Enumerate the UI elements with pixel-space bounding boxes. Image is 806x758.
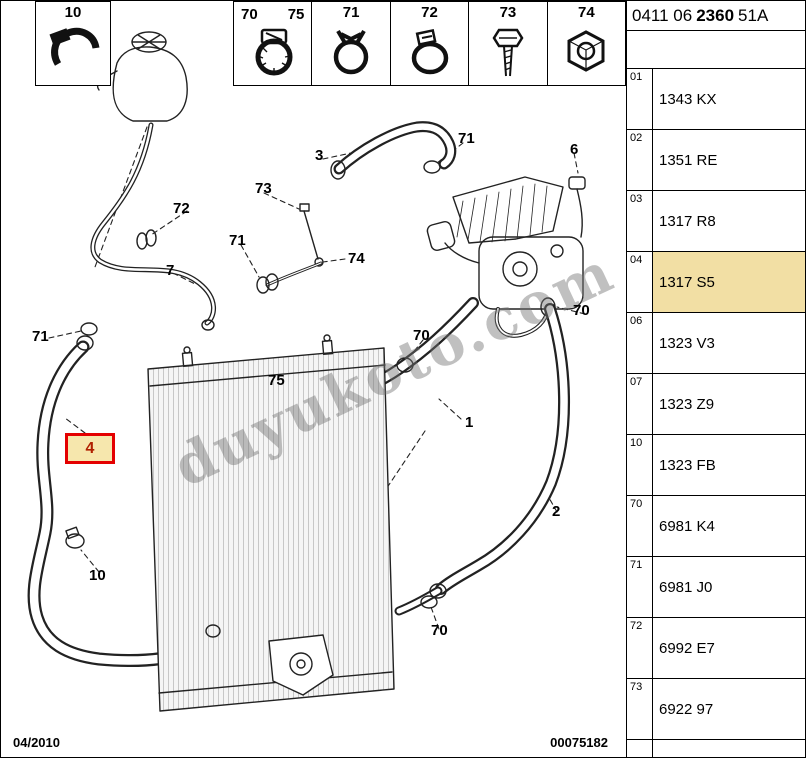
- row-code: 6992 E7: [653, 618, 805, 678]
- row-ref: 04: [627, 252, 653, 312]
- part-callout-70c[interactable]: 70: [431, 622, 448, 639]
- screw-icon: [492, 28, 524, 77]
- row-code: [653, 740, 805, 757]
- row-ref: 10: [627, 435, 653, 495]
- row-ref: [627, 740, 653, 757]
- part-callout-74[interactable]: 74: [348, 250, 365, 267]
- part-callout-7[interactable]: 7: [166, 262, 175, 279]
- part-callout-6[interactable]: 6: [570, 141, 579, 158]
- table-row[interactable]: 02 1351 RE: [627, 130, 805, 191]
- part-callout-1[interactable]: 1: [465, 414, 474, 431]
- row-code: 1317 S5: [653, 252, 805, 312]
- legend-label-71: 71: [342, 4, 360, 21]
- row-ref: 01: [627, 69, 653, 129]
- part-callout-3[interactable]: 3: [315, 147, 324, 164]
- part-callout-73[interactable]: 73: [255, 180, 272, 197]
- legend-cell-73: 73: [469, 2, 548, 85]
- legend-box-10: 10: [35, 1, 111, 86]
- legend-label-75: 75: [287, 6, 305, 23]
- row-code: 6922 97: [653, 679, 805, 739]
- hose-clamp-icon: [49, 27, 100, 66]
- footer-doc-number: 00075182: [550, 735, 608, 750]
- row-ref: 70: [627, 496, 653, 556]
- table-row[interactable]: 06 1323 V3: [627, 313, 805, 374]
- legend-label-10: 10: [64, 4, 82, 21]
- row-code: 6981 K4: [653, 496, 805, 556]
- row-code: 1323 FB: [653, 435, 805, 495]
- row-code: 6981 J0: [653, 557, 805, 617]
- table-row[interactable]: 71 6981 J0: [627, 557, 805, 618]
- row-ref: 73: [627, 679, 653, 739]
- nut-icon: [567, 30, 605, 72]
- row-ref: 02: [627, 130, 653, 190]
- table-row[interactable]: 72 6992 E7: [627, 618, 805, 679]
- table-row[interactable]: 03 1317 R8: [627, 191, 805, 252]
- worm-drive-clamp-icon: [255, 28, 293, 76]
- catalog-code-prefix: 0411 06: [632, 6, 693, 25]
- legend-label-73: 73: [499, 4, 517, 21]
- legend-label-72: 72: [421, 4, 438, 21]
- legend-group: 70 75 71 72: [233, 1, 626, 86]
- part-callout-2[interactable]: 2: [552, 503, 561, 520]
- part-callout-10[interactable]: 10: [89, 567, 106, 584]
- table-row[interactable]: 01 1343 KX: [627, 69, 805, 130]
- row-code: 1323 Z9: [653, 374, 805, 434]
- legend-cell-74: 74: [548, 2, 625, 85]
- part-callout-70b[interactable]: 70: [413, 327, 430, 344]
- row-code: 1351 RE: [653, 130, 805, 190]
- row-ref: 71: [627, 557, 653, 617]
- legend-label-70: 70: [241, 6, 258, 23]
- row-code: 1317 R8: [653, 191, 805, 251]
- spring-clamp-icon: [333, 29, 369, 75]
- row-code: 1323 V3: [653, 313, 805, 373]
- row-ref: 06: [627, 313, 653, 373]
- table-row[interactable]: 10 1323 FB: [627, 435, 805, 496]
- panel-subheader: [627, 31, 805, 69]
- row-ref: 72: [627, 618, 653, 678]
- legend-cell-70-75: 70 75: [234, 2, 313, 85]
- catalog-code-suffix: 51A: [738, 6, 769, 25]
- band-clamp-icon: [411, 28, 448, 75]
- part-callout-71b[interactable]: 71: [229, 232, 246, 249]
- part-callout-71a[interactable]: 71: [458, 130, 475, 147]
- legend-cell-71: 71: [312, 2, 391, 85]
- table-row[interactable]: 07 1323 Z9: [627, 374, 805, 435]
- legend-cell-72: 72: [391, 2, 470, 85]
- legend-label-74: 74: [577, 4, 595, 21]
- row-code: 1343 KX: [653, 69, 805, 129]
- table-row[interactable]: 70 6981 K4: [627, 496, 805, 557]
- table-row-selected[interactable]: 04 1317 S5: [627, 252, 805, 313]
- part-callout-71c[interactable]: 71: [32, 328, 49, 345]
- part-callout-72[interactable]: 72: [173, 200, 190, 217]
- cooling-system-diagram: [27, 31, 586, 712]
- part-callout-70a[interactable]: 70: [573, 302, 590, 319]
- diagram-area: 10 70 75 71: [1, 1, 626, 757]
- part-callout-4-selected[interactable]: 4: [65, 433, 115, 464]
- row-ref: 03: [627, 191, 653, 251]
- part-callout-75[interactable]: 75: [268, 372, 285, 389]
- footer-date: 04/2010: [13, 735, 60, 750]
- table-row[interactable]: 73 6922 97: [627, 679, 805, 740]
- row-ref: 07: [627, 374, 653, 434]
- catalog-code-page: 2360: [696, 6, 735, 25]
- table-row-partial: [627, 740, 805, 757]
